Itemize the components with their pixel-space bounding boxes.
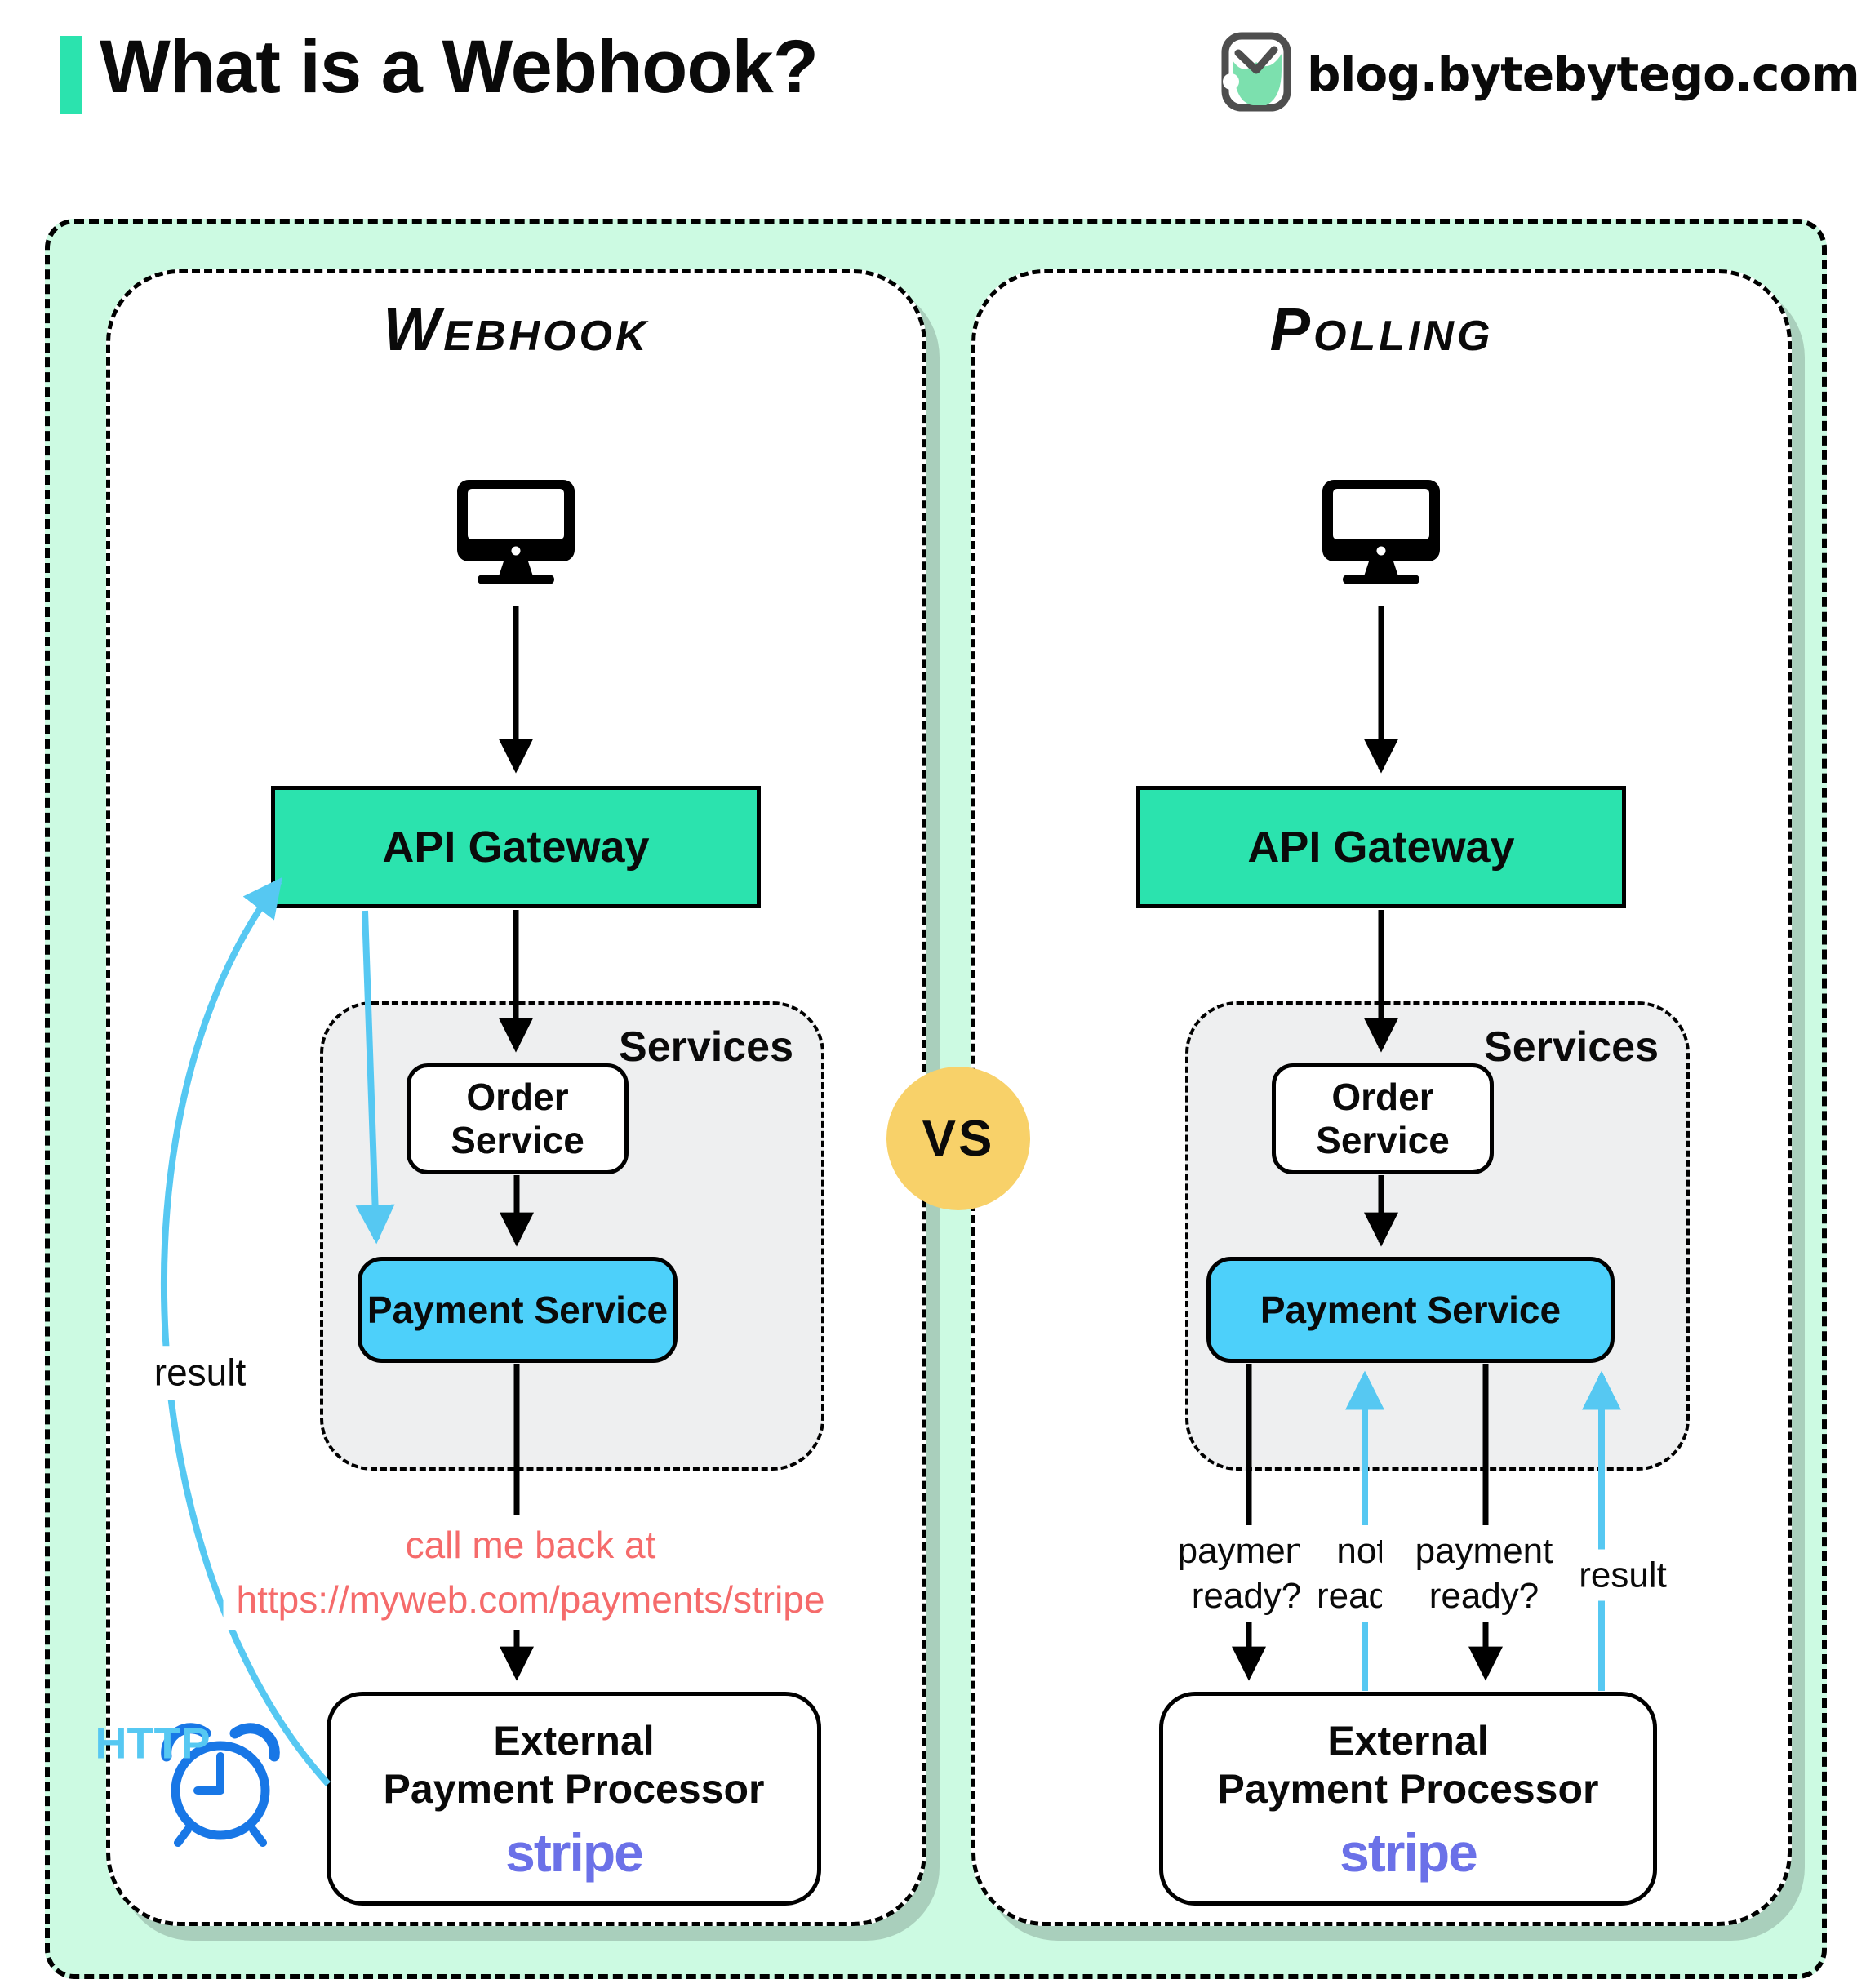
external-processor-line1: External <box>493 1718 655 1764</box>
external-processor-line2: Payment Processor <box>383 1766 765 1813</box>
external-processor-line2: Payment Processor <box>1217 1766 1599 1813</box>
callback-line1: call me back at <box>405 1524 656 1566</box>
external-processor-line1: External <box>1327 1718 1489 1764</box>
http-label: HTTP <box>95 1719 211 1768</box>
payment-ready-label-2: payment ready? <box>1382 1525 1586 1622</box>
page-title: What is a Webhook? <box>100 25 819 109</box>
brand-block: blog.bytebytego.com <box>1220 31 1860 117</box>
order-service-box: Order Service <box>1272 1063 1494 1174</box>
vs-badge: VS <box>886 1067 1030 1210</box>
callback-line2: https://myweb.com/payments/stripe <box>236 1578 825 1621</box>
external-payment-processor-box: External Payment Processor stripe <box>327 1692 821 1906</box>
api-gateway-box: API Gateway <box>271 786 761 908</box>
result-label: result <box>145 1346 255 1400</box>
order-service-box: Order Service <box>407 1063 629 1174</box>
monitor-icon <box>1320 477 1442 592</box>
services-label: Services <box>619 1023 793 1071</box>
payment-service-box: Payment Service <box>1206 1257 1615 1363</box>
panel-title-webhook: Webhook <box>383 295 650 363</box>
result-label: result <box>1571 1549 1675 1601</box>
payment-service-box: Payment Service <box>358 1257 678 1363</box>
stripe-logo: stripe <box>1340 1822 1478 1884</box>
external-payment-processor-box: External Payment Processor stripe <box>1159 1692 1657 1906</box>
stripe-logo: stripe <box>505 1822 644 1884</box>
bytebytego-logo-icon <box>1220 31 1292 117</box>
callback-label: call me back at https://myweb.com/paymen… <box>223 1515 838 1631</box>
title-accent-bar <box>60 36 82 114</box>
brand-text: blog.bytebytego.com <box>1307 46 1860 102</box>
monitor-icon <box>455 477 577 592</box>
services-label: Services <box>1484 1023 1659 1071</box>
api-gateway-box: API Gateway <box>1136 786 1626 908</box>
panel-title-polling: Polling <box>1269 295 1494 363</box>
